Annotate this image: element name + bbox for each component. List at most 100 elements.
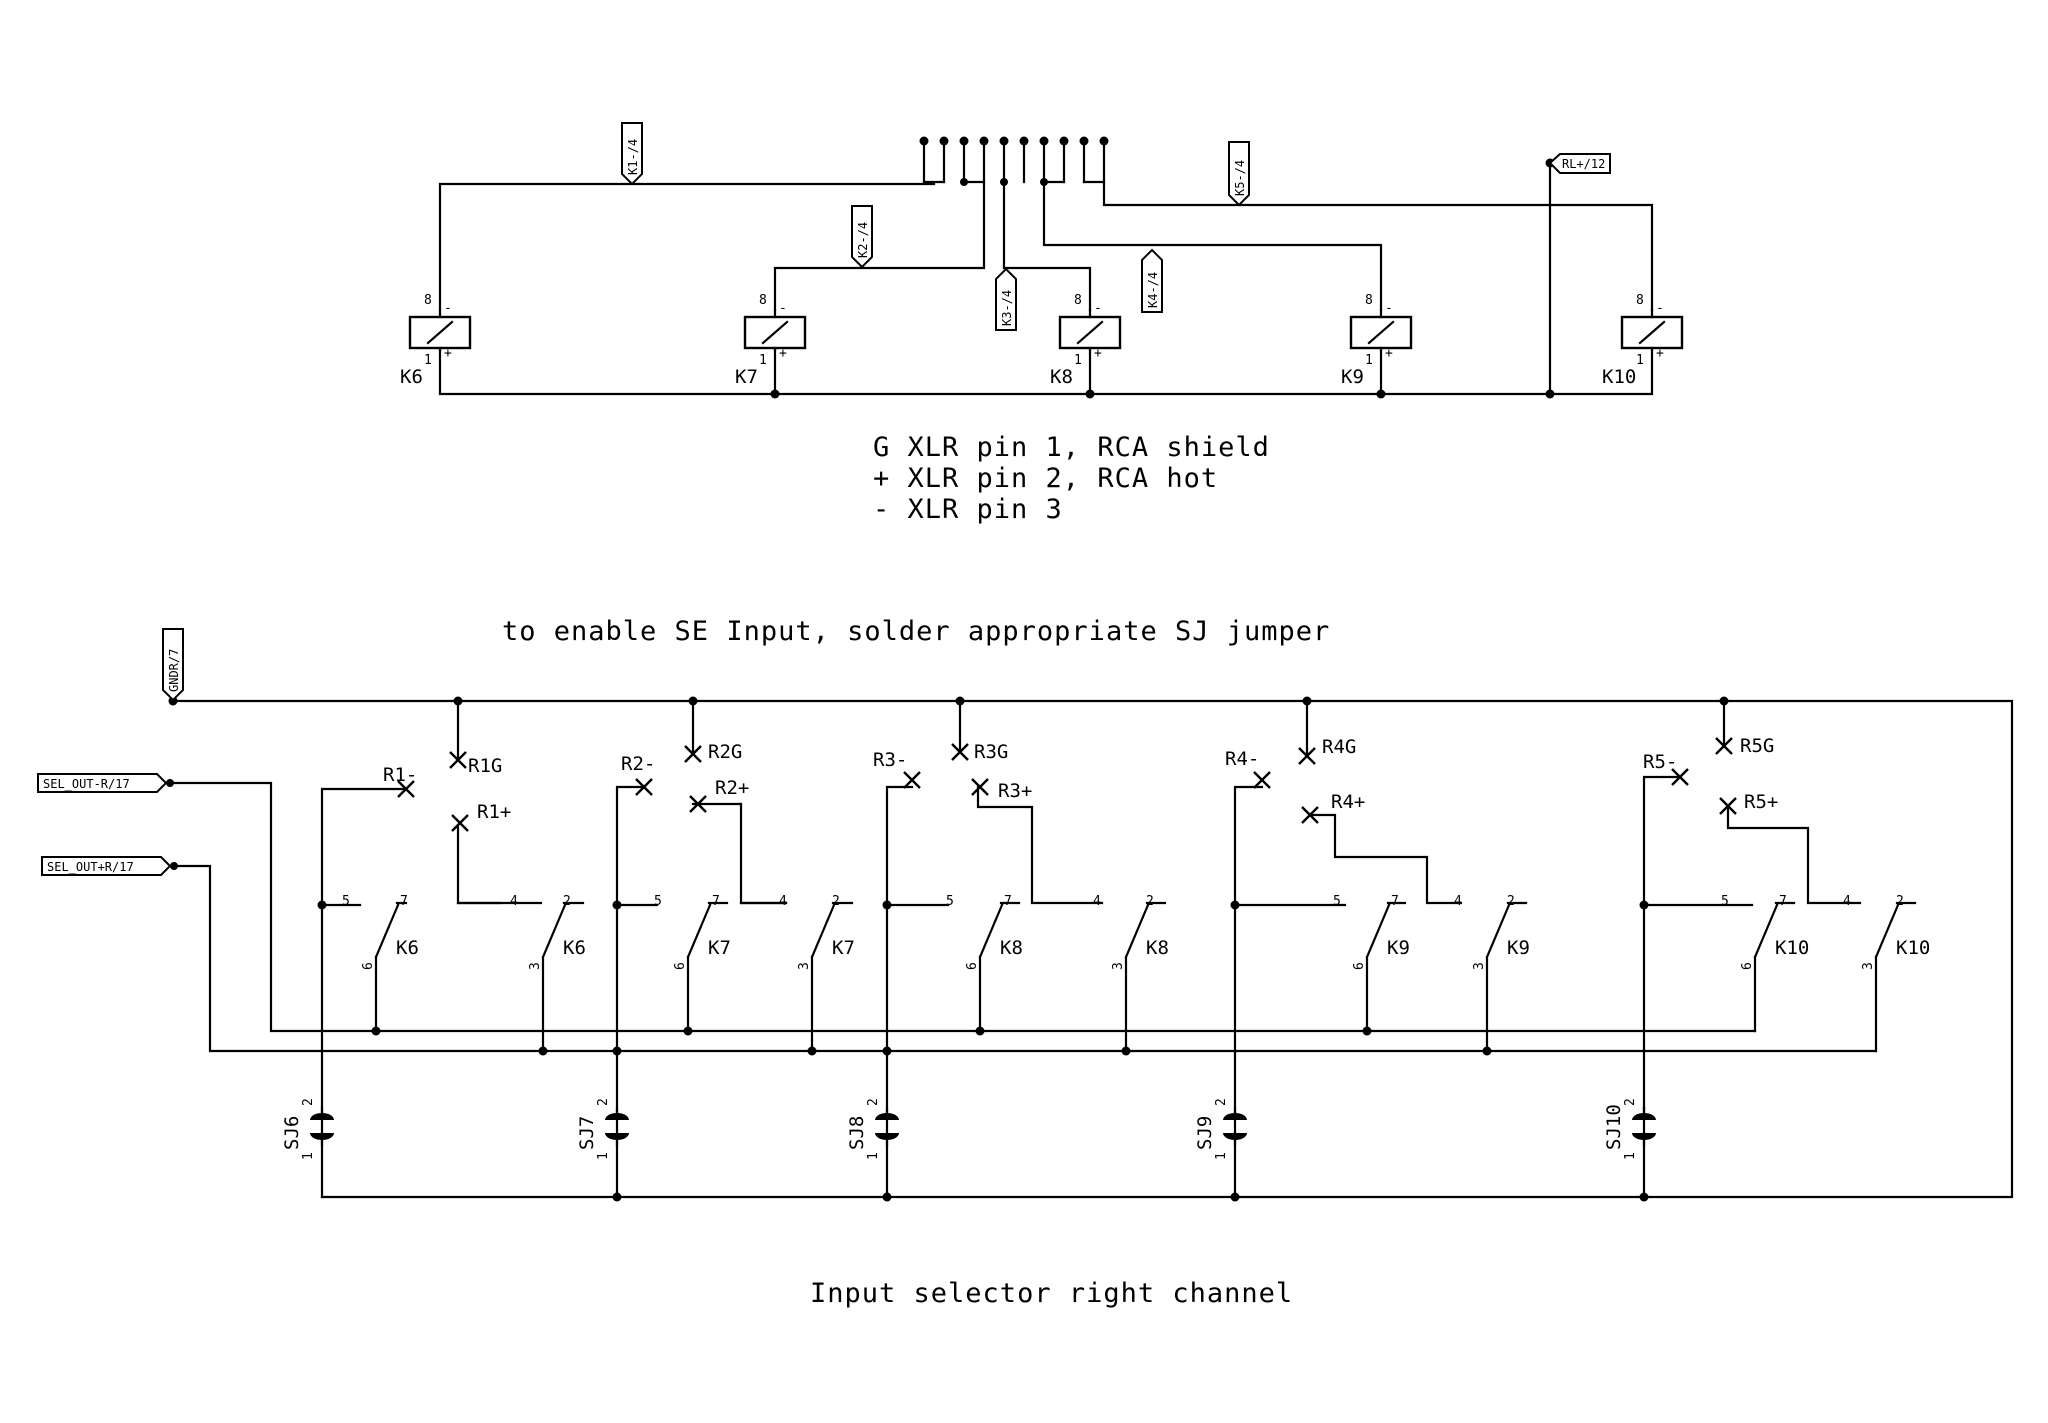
connection-point-plus bbox=[1301, 806, 1319, 824]
relay-polarity-top: - bbox=[444, 301, 452, 316]
connection-point-plus bbox=[689, 795, 707, 813]
relay-name-label: K8 bbox=[1050, 366, 1073, 388]
net-flag-sel-out-minus: SEL_OUT-R/17 bbox=[37, 773, 168, 793]
net-flag-k5: K5-/4 bbox=[1228, 141, 1250, 207]
relay-name-label: K10 bbox=[1602, 366, 1636, 388]
relay-pin-top-label: 8 bbox=[1074, 293, 1082, 308]
net-flag-k2-text: K2-/4 bbox=[856, 222, 870, 258]
jumper-name-label: SJ6 bbox=[281, 1116, 303, 1150]
input-3: R3-R3+R3G bbox=[873, 741, 1032, 802]
jumper-pin-bottom-label: 1 bbox=[1623, 1152, 1638, 1160]
legend-line-ground: G XLR pin 1, RCA shield bbox=[873, 432, 1270, 463]
relay-polarity-top: - bbox=[779, 301, 787, 316]
relay-name-label: K6 bbox=[400, 366, 423, 388]
connection-point-minus bbox=[1671, 768, 1689, 786]
net-flag-gndr-text: GNDR/7 bbox=[167, 649, 181, 692]
input-label-minus: R4- bbox=[1225, 748, 1259, 770]
contact-pin-label: 5 bbox=[1333, 894, 1341, 909]
contact-pin-label: 4 bbox=[1843, 894, 1851, 909]
contact-pin-label: 5 bbox=[342, 894, 350, 909]
relay-pin-top-label: 8 bbox=[1365, 293, 1373, 308]
net-flag-sel-out-minus-text: SEL_OUT-R/17 bbox=[43, 777, 130, 791]
jumper-name-label: SJ8 bbox=[846, 1116, 868, 1150]
connector-pin-dots bbox=[919, 136, 1109, 146]
input-5: R5- R5+ R5G bbox=[1643, 735, 1778, 815]
contact-pin-label: 2 bbox=[1896, 894, 1904, 909]
jumper-name-label: SJ9 bbox=[1194, 1116, 1216, 1150]
contact-pin-label: 4 bbox=[1093, 894, 1101, 909]
contact-relay-label: K7 bbox=[708, 937, 731, 959]
input-label-ground: R3G bbox=[974, 741, 1008, 763]
input-1: R1-R1+R1G bbox=[383, 751, 511, 832]
jumper-pin-top-label: 2 bbox=[1214, 1098, 1229, 1106]
relay-pin-bottom-label: 1 bbox=[1074, 353, 1082, 368]
input-label-minus: R1- bbox=[383, 764, 417, 786]
net-flag-k1: K1-/4 bbox=[621, 122, 643, 186]
contact-pin-label: 2 bbox=[1146, 894, 1154, 909]
relay-pin-bottom-label: 1 bbox=[1636, 353, 1644, 368]
relay-pin-bottom-label: 1 bbox=[759, 353, 767, 368]
connection-point-minus bbox=[397, 780, 415, 798]
contact-pin-label: 6 bbox=[673, 962, 688, 970]
contact-pin-label: 3 bbox=[1472, 962, 1487, 970]
jumper-pin-bottom-label: 1 bbox=[596, 1152, 611, 1160]
net-flag-rl: RL+/12 bbox=[1548, 153, 1611, 174]
connector-pins bbox=[922, 139, 1106, 184]
connection-point-ground bbox=[1715, 737, 1733, 755]
relay-polarity-top: - bbox=[1385, 301, 1393, 316]
connection-point-minus bbox=[1253, 771, 1271, 789]
relay-name-label: K7 bbox=[735, 366, 758, 388]
net-flag-k5-text: K5-/4 bbox=[1233, 160, 1247, 196]
se-input-note: to enable SE Input, solder appropriate S… bbox=[502, 616, 1330, 647]
input-label-minus: R5- bbox=[1643, 751, 1677, 773]
connection-point-minus bbox=[903, 771, 921, 789]
contact-pin-label: 6 bbox=[1352, 962, 1367, 970]
connection-point-plus bbox=[971, 778, 989, 796]
input-label-plus: R4+ bbox=[1331, 791, 1365, 813]
net-flag-k2: K2-/4 bbox=[851, 205, 873, 269]
input-2: R2-R2+R2G bbox=[621, 741, 749, 813]
contact-pin-label: 5 bbox=[1721, 894, 1729, 909]
relay-polarity-bottom: + bbox=[1094, 346, 1102, 361]
relay-pin-top-label: 8 bbox=[759, 293, 767, 308]
relay-pin-top-label: 8 bbox=[424, 293, 432, 308]
input-label-plus: R5+ bbox=[1744, 791, 1778, 813]
relay-polarity-bottom: + bbox=[1656, 346, 1664, 361]
net-flag-k3-text: K3-/4 bbox=[1000, 290, 1014, 326]
contact-pin-label: 3 bbox=[528, 962, 543, 970]
jumper-pin-top-label: 2 bbox=[1623, 1098, 1638, 1106]
connection-point-ground bbox=[951, 743, 969, 761]
relay-polarity-bottom: + bbox=[444, 346, 452, 361]
relay-coil-k8: 81-+K8 bbox=[1050, 293, 1122, 388]
contact-relay-label: K6 bbox=[563, 937, 586, 959]
input-label-minus: R2- bbox=[621, 753, 655, 775]
contact-pin-label: 6 bbox=[965, 962, 980, 970]
contact-pin-label: 4 bbox=[779, 894, 787, 909]
contact-pin-label: 3 bbox=[797, 962, 812, 970]
net-flag-sel-out-plus: SEL_OUT+R/17 bbox=[41, 856, 172, 876]
net-flag-k4-text: K4-/4 bbox=[1146, 272, 1160, 308]
coil-section: K1-/4 K2-/4 K3-/4 K4-/4 K5-/4 RL+/12 bbox=[438, 122, 1654, 399]
jumper-name-label: SJ7 bbox=[576, 1116, 598, 1150]
contact-relay-label: K10 bbox=[1896, 937, 1930, 959]
relay-polarity-top: - bbox=[1656, 301, 1664, 316]
legend-line-cold: - XLR pin 3 bbox=[873, 494, 1063, 525]
contact-relay-label: K9 bbox=[1507, 937, 1530, 959]
input-label-plus: R1+ bbox=[477, 801, 511, 823]
relay-pin-bottom-label: 1 bbox=[1365, 353, 1373, 368]
contact-relay-label: K10 bbox=[1775, 937, 1809, 959]
contact-pin-label: 7 bbox=[1391, 894, 1399, 909]
diagram-title: Input selector right channel bbox=[810, 1278, 1293, 1309]
jumper-pin-top-label: 2 bbox=[596, 1098, 611, 1106]
jumper-name-label: SJ10 bbox=[1603, 1104, 1625, 1150]
input-label-ground: R5G bbox=[1740, 735, 1774, 757]
net-flag-k1-text: K1-/4 bbox=[626, 139, 640, 175]
relay-name-label: K9 bbox=[1341, 366, 1364, 388]
contact-pin-label: 2 bbox=[832, 894, 840, 909]
contact-pin-label: 4 bbox=[1454, 894, 1462, 909]
connection-point-ground bbox=[449, 751, 467, 769]
